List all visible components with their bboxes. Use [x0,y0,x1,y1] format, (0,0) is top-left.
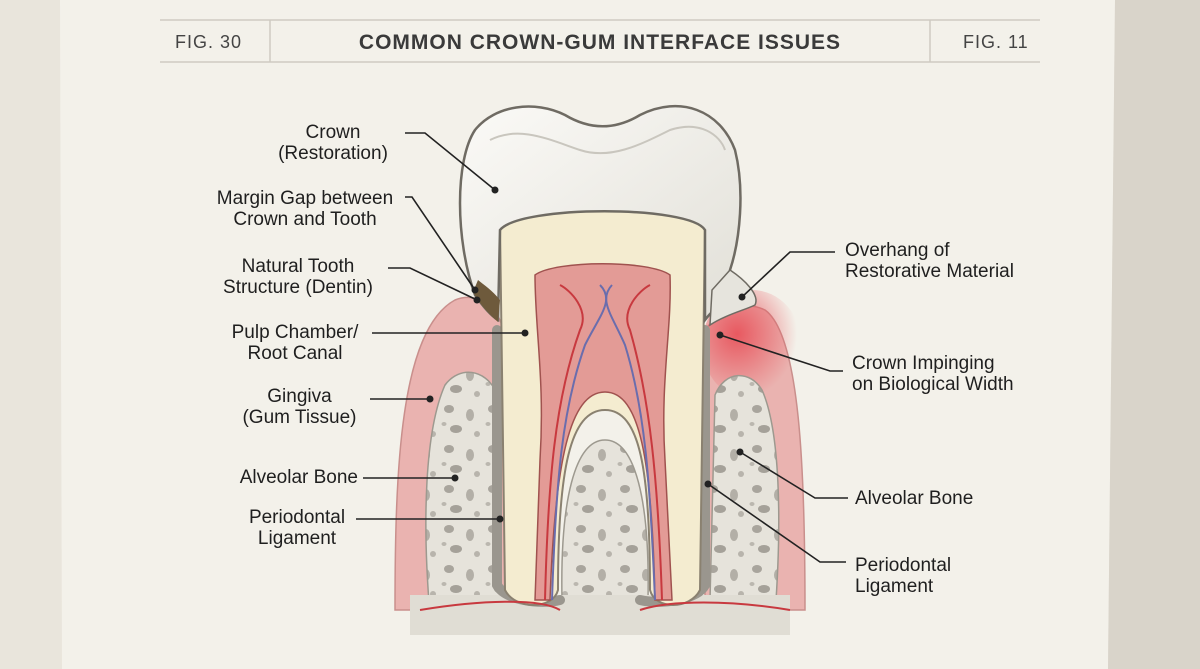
crown-occlusal-detail [489,125,726,155]
label-overhang: Overhang of Restorative Material [845,240,1014,282]
figure-title: COMMON CROWN-GUM INTERFACE ISSUES [358,31,842,54]
inter-root-bone [561,439,649,601]
blood-vessels [419,284,791,611]
bone-base [410,595,790,635]
leader-lines [356,132,848,563]
figure-number-right: FIG. 11 [963,32,1029,52]
label-impinging: Crown Impinging on Biological Width [852,353,1014,395]
label-periodontal-right: Periodontal Ligament [855,555,952,597]
header-frame [160,19,1040,63]
label-alveolar-bone-right: Alveolar Bone [855,488,974,509]
label-periodontal-left: Periodontal Ligament [248,507,346,549]
leader-dots [426,186,746,523]
label-pulp: Pulp Chamber/ Root Canal [231,322,359,364]
label-natural-tooth: Natural Tooth Structure (Dentin) [223,256,373,298]
margin-gap [473,280,500,322]
label-gingiva: Gingiva (Gum Tissue) [242,386,357,428]
label-margin-gap: Margin Gap between Crown and Tooth [216,188,394,230]
pulp-chamber [534,263,673,601]
page-edge-shadow [1108,0,1200,669]
crown-restoration [458,105,748,324]
label-crown: Crown (Restoration) [278,122,388,164]
label-alveolar-bone-left: Alveolar Bone [239,467,358,488]
figure-number-left: FIG. 30 [175,32,243,52]
restorative-overhang [709,269,757,327]
